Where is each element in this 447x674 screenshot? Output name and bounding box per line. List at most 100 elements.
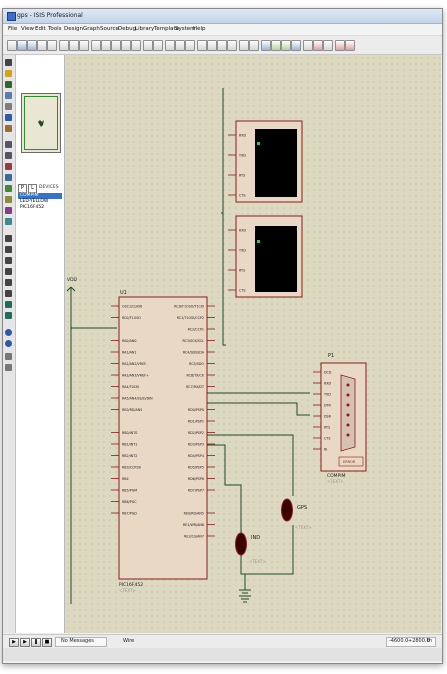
- symbol-icon[interactable]: [5, 301, 12, 308]
- stop-icon[interactable]: ■: [42, 638, 52, 647]
- bus-icon[interactable]: [5, 114, 12, 121]
- compim-component[interactable]: P1 COMPIM <TEXT> ERROR DCDRXDTXDDTRDSRRT…: [313, 353, 367, 484]
- open-icon[interactable]: [17, 40, 27, 51]
- menu-debug[interactable]: Debug: [118, 26, 137, 32]
- list-item[interactable]: PIC16F452: [20, 205, 45, 210]
- device-list: COMPIM LED-YELLOW PIC16F452: [18, 193, 62, 211]
- zoom-area-icon[interactable]: [131, 40, 141, 51]
- menu-template[interactable]: Template: [154, 26, 180, 32]
- overview-window[interactable]: [21, 93, 61, 153]
- generator-icon[interactable]: [5, 185, 12, 192]
- wire-autorouter-icon[interactable]: [261, 40, 271, 51]
- led-ind[interactable]: IND <TEXT>: [235, 532, 266, 564]
- import-icon[interactable]: [47, 40, 57, 51]
- menu-edit[interactable]: Edit: [35, 26, 46, 32]
- make-device-icon[interactable]: [249, 40, 259, 51]
- design-explorer-icon[interactable]: [291, 40, 301, 51]
- remove-sheet-icon[interactable]: [313, 40, 323, 51]
- graph-icon[interactable]: [5, 163, 12, 170]
- select-mode-icon[interactable]: [5, 59, 12, 66]
- zoom-in-icon[interactable]: [101, 40, 111, 51]
- erc-icon[interactable]: [345, 40, 355, 51]
- block-move-icon[interactable]: [207, 40, 217, 51]
- menu-design[interactable]: Design: [64, 26, 83, 32]
- menu-graph[interactable]: Graph: [83, 26, 100, 32]
- messages-box[interactable]: [55, 637, 107, 647]
- property-assign-icon[interactable]: [281, 40, 291, 51]
- block-copy-icon[interactable]: [197, 40, 207, 51]
- print-icon[interactable]: [37, 40, 47, 51]
- path-icon[interactable]: [5, 279, 12, 286]
- device-pin-icon[interactable]: [5, 152, 12, 159]
- db9-connector-icon: [340, 374, 356, 452]
- circle-icon[interactable]: [5, 257, 12, 264]
- copy-icon[interactable]: [175, 40, 185, 51]
- terminal-icon[interactable]: [5, 141, 12, 148]
- menu-tools[interactable]: Tools: [48, 26, 62, 32]
- library-manager-button[interactable]: L: [28, 184, 37, 193]
- pin-label: RTS: [239, 173, 245, 177]
- origin-icon[interactable]: [79, 40, 89, 51]
- pin-label: RB2/INT2: [122, 454, 137, 458]
- zoom-all-icon[interactable]: [121, 40, 131, 51]
- rotate-ccw-icon[interactable]: [5, 340, 12, 347]
- pan-icon[interactable]: [91, 40, 101, 51]
- menu-source[interactable]: Source: [100, 26, 119, 32]
- mcu-component[interactable]: U1 PIC16F452 <TEXT> OSC1/CLKINRC0/T1OSOR…: [111, 290, 215, 593]
- text-icon[interactable]: [5, 290, 12, 297]
- led-gps[interactable]: GPS <TEXT>: [281, 498, 312, 530]
- pick-device-icon[interactable]: [239, 40, 249, 51]
- block-rotate-icon[interactable]: [217, 40, 227, 51]
- junction-icon[interactable]: [5, 81, 12, 88]
- pin-label: RI: [324, 447, 327, 451]
- cut-icon[interactable]: [165, 40, 175, 51]
- play-icon[interactable]: ▶: [9, 638, 19, 647]
- bom-icon[interactable]: [335, 40, 345, 51]
- mirror-y-icon[interactable]: [5, 364, 12, 371]
- grid-icon[interactable]: [69, 40, 79, 51]
- text-script-icon[interactable]: [5, 103, 12, 110]
- menu-library[interactable]: Library: [135, 26, 155, 32]
- subcircuit-icon[interactable]: [5, 125, 12, 132]
- list-item[interactable]: LED-YELLOW: [20, 199, 49, 204]
- x-coordinate: -4600.0: [389, 638, 409, 644]
- tape-recorder-icon[interactable]: [5, 174, 12, 181]
- component-mode-icon[interactable]: [5, 70, 12, 77]
- arc-icon[interactable]: [5, 268, 12, 275]
- menu-view[interactable]: View: [21, 26, 35, 32]
- block-delete-icon[interactable]: [227, 40, 237, 51]
- menu-file[interactable]: File: [8, 26, 18, 32]
- new-icon[interactable]: [7, 40, 17, 51]
- exit-to-parent-icon[interactable]: [323, 40, 333, 51]
- menu-help[interactable]: Help: [193, 26, 206, 32]
- search-icon[interactable]: [271, 40, 281, 51]
- menu-system[interactable]: System: [175, 26, 196, 32]
- wire-label-icon[interactable]: [5, 92, 12, 99]
- line-icon[interactable]: [5, 235, 12, 242]
- pause-icon[interactable]: ❚: [31, 638, 41, 647]
- vdd-label: VDD: [67, 277, 78, 283]
- zoom-out-icon[interactable]: [111, 40, 121, 51]
- save-icon[interactable]: [27, 40, 37, 51]
- mirror-x-icon[interactable]: [5, 353, 12, 360]
- current-probe-icon[interactable]: [5, 207, 12, 214]
- list-item[interactable]: COMPIM: [18, 193, 62, 199]
- virtual-instruments-icon[interactable]: [5, 218, 12, 225]
- step-icon[interactable]: ▶: [20, 638, 30, 647]
- pick-devices-button[interactable]: P: [18, 184, 27, 193]
- new-sheet-icon[interactable]: [303, 40, 313, 51]
- undo-icon[interactable]: [143, 40, 153, 51]
- redraw-icon[interactable]: [59, 40, 69, 51]
- redo-icon[interactable]: [153, 40, 163, 51]
- led-gps-body: [281, 498, 293, 522]
- pin-label: RB7/PGD: [122, 511, 137, 515]
- marker-icon[interactable]: [5, 312, 12, 319]
- voltage-probe-icon[interactable]: [5, 196, 12, 203]
- led-ind-sub: <TEXT>: [249, 559, 266, 564]
- rotate-cw-icon[interactable]: [5, 329, 12, 336]
- paste-icon[interactable]: [185, 40, 195, 51]
- box-icon[interactable]: [5, 246, 12, 253]
